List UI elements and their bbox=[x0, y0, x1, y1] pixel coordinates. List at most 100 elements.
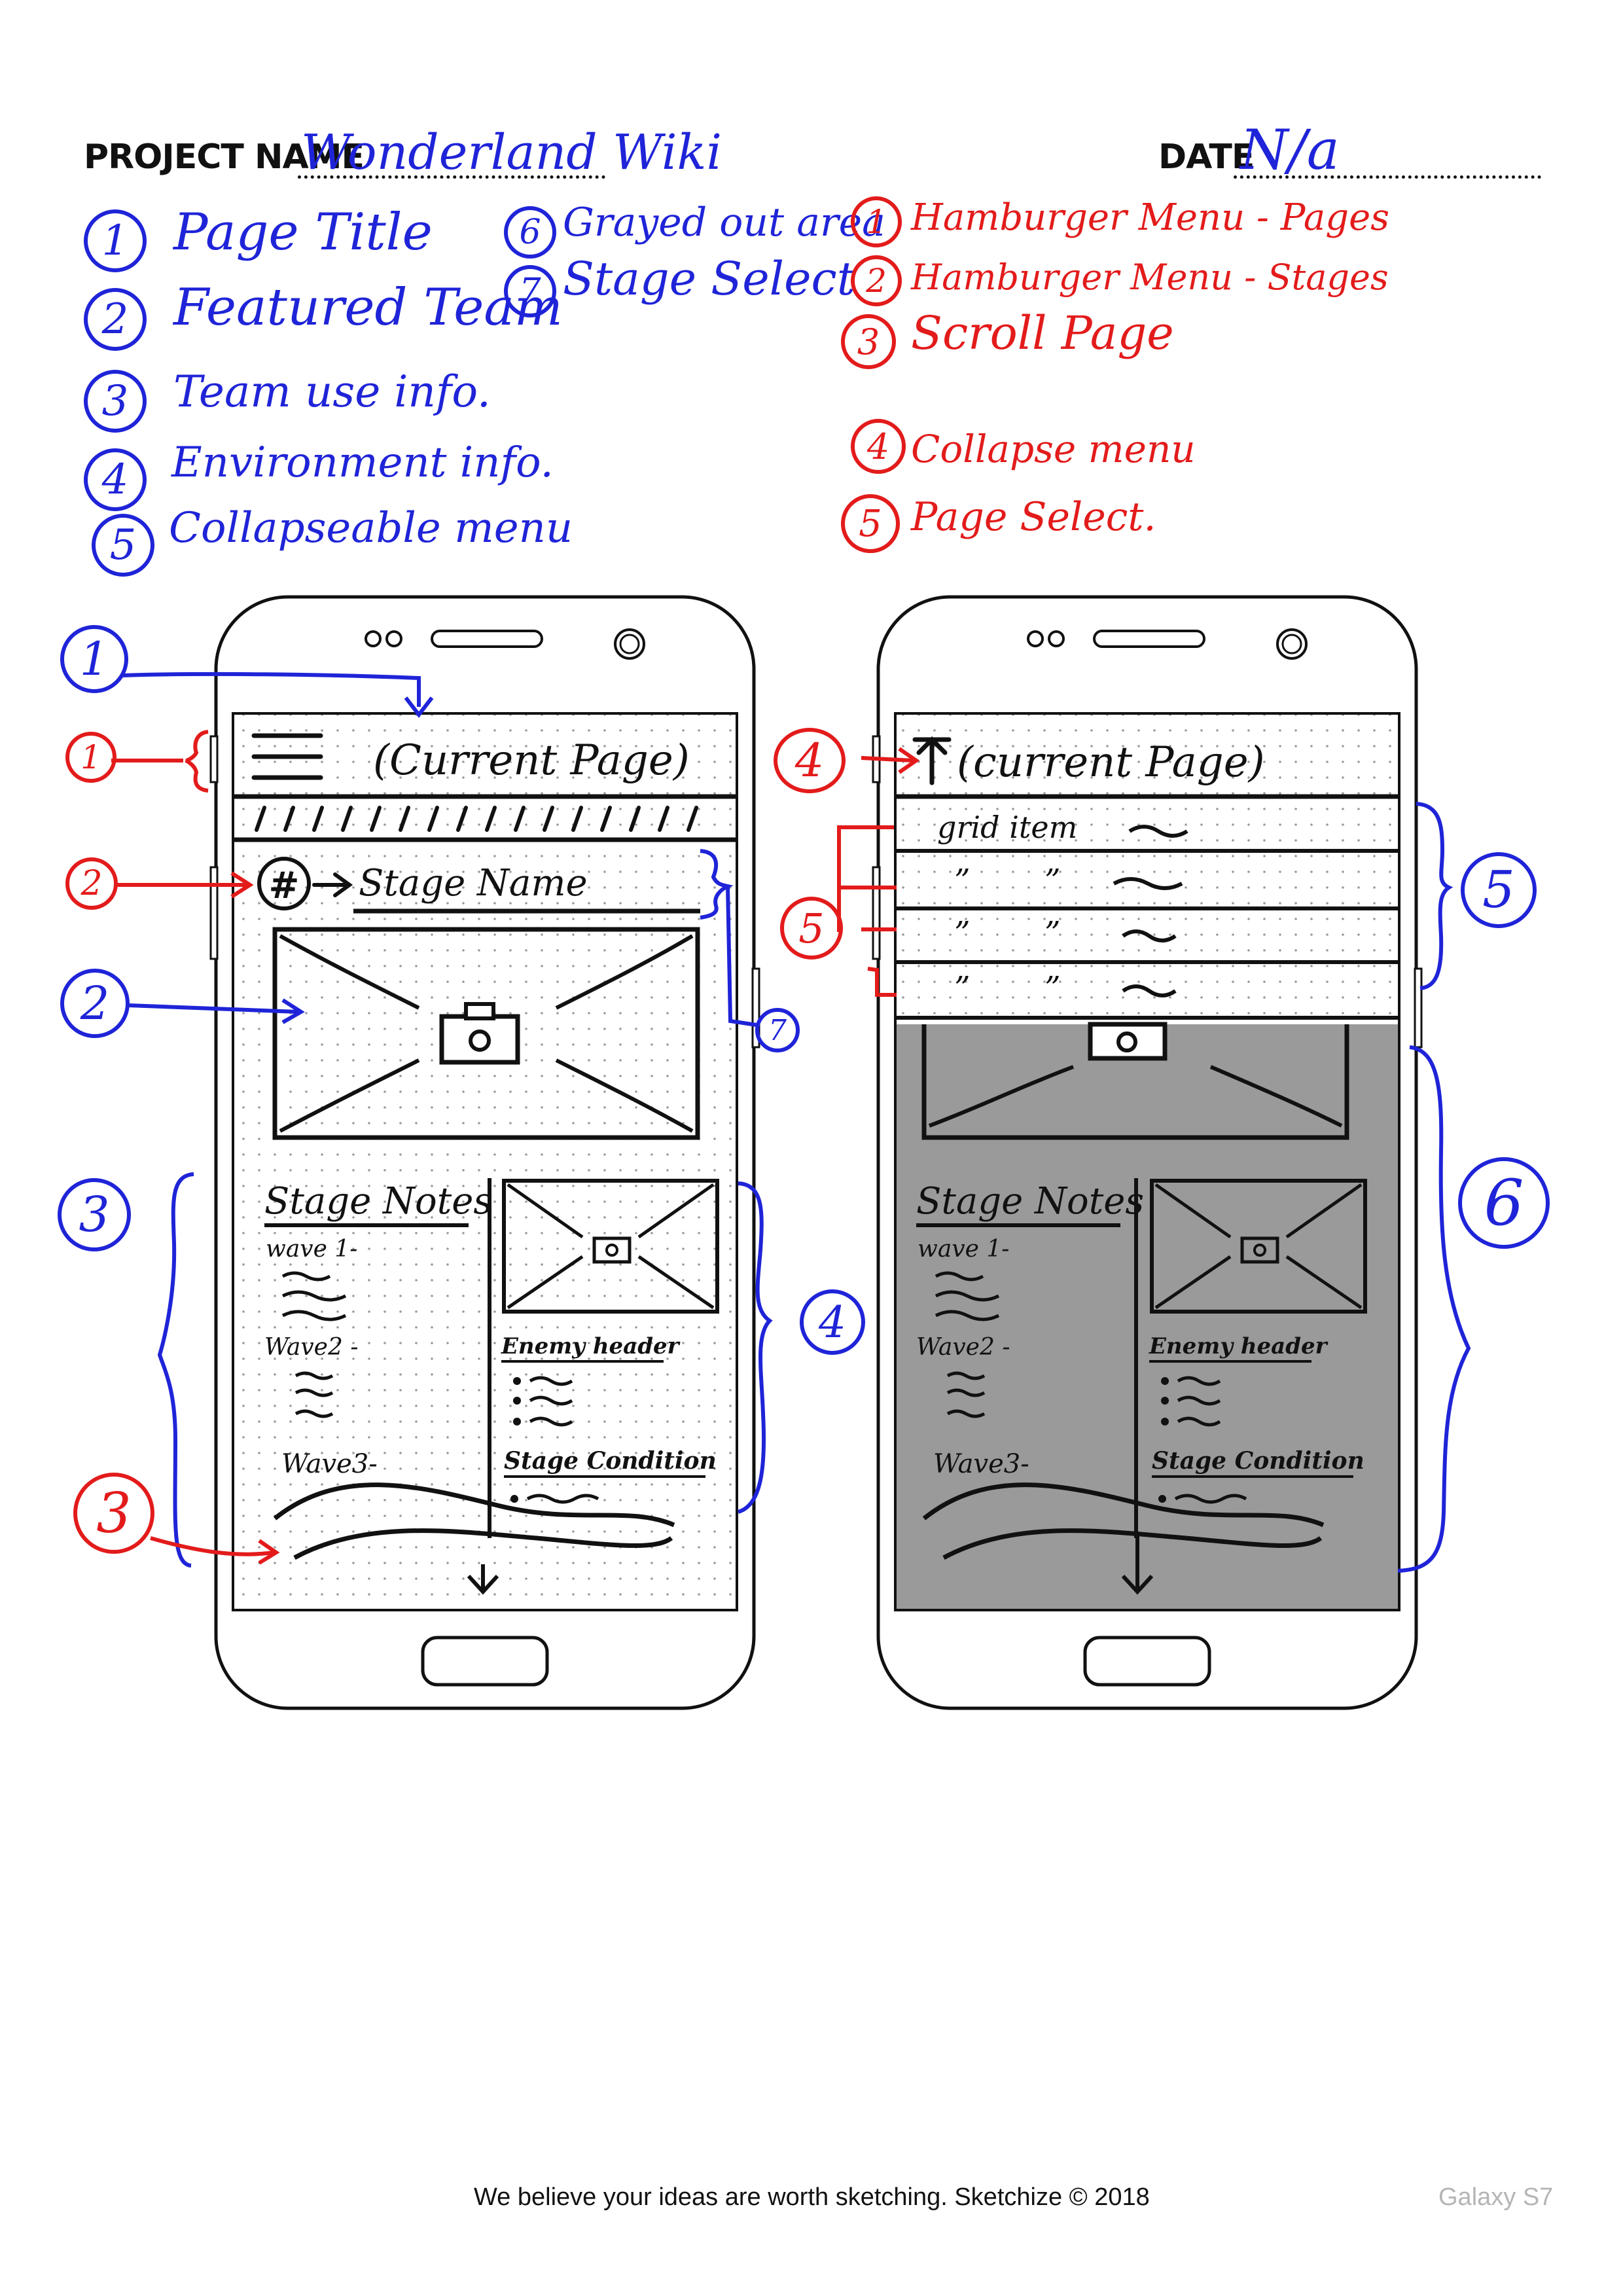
callout-red-collapse-menu: 4 bbox=[774, 728, 846, 793]
phone-left-sensor-icon bbox=[385, 630, 402, 647]
legend-blue-label: Environment info. bbox=[171, 439, 554, 487]
callout-red-hamburger-pages: 1 bbox=[65, 732, 116, 783]
project-name-label: PROJECT NAME bbox=[84, 137, 365, 177]
stage-number-badge[interactable] bbox=[257, 857, 311, 910]
callout-red-hamburger-stages: 2 bbox=[65, 857, 118, 910]
callout-red-scroll-page: 3 bbox=[73, 1473, 154, 1554]
footer-device-model: Galaxy S7 bbox=[1438, 2183, 1554, 2211]
scroll-down-arrow-icon[interactable] bbox=[467, 1564, 499, 1595]
phone-right: (current Page) grid item ” ” ” ” ” ” bbox=[872, 595, 1423, 1710]
legend-red-label: Hamburger Menu - Pages bbox=[911, 196, 1389, 239]
legend-blue-label: Stage Select bbox=[563, 252, 855, 306]
enemy-list bbox=[513, 1376, 573, 1427]
phone-left-camera-icon bbox=[614, 628, 645, 660]
callout-blue-collapseable-menu: 5 bbox=[1461, 852, 1537, 928]
wave-3-label: Wave3- bbox=[933, 1449, 1029, 1479]
date-underline bbox=[1234, 175, 1541, 179]
collapse-menu-icon[interactable] bbox=[912, 736, 952, 785]
callout-blue-grayed-area: 6 bbox=[1458, 1157, 1550, 1249]
stage-name[interactable]: Stage Name bbox=[359, 862, 588, 905]
wave-1-label: wave 1- bbox=[918, 1236, 1009, 1263]
stage-notes-title: Stage Notes bbox=[264, 1180, 492, 1223]
phone-right-speaker bbox=[1093, 630, 1205, 648]
phone-right-sensor-icon bbox=[1048, 630, 1065, 647]
enemy-header: Enemy header bbox=[1149, 1333, 1329, 1359]
camera-icon bbox=[1088, 1022, 1168, 1061]
camera-icon bbox=[1240, 1236, 1279, 1264]
phone-left-screen bbox=[232, 712, 738, 1611]
legend-blue-num: 2 bbox=[84, 288, 147, 351]
wave-1-notes-squiggle bbox=[281, 1271, 347, 1321]
callout-blue-environment-info: 4 bbox=[800, 1289, 865, 1355]
project-name-underline bbox=[298, 175, 605, 179]
legend-blue-label: Grayed out area bbox=[563, 200, 885, 245]
legend-blue-num: 6 bbox=[504, 206, 556, 259]
enemy-header: Enemy header bbox=[501, 1333, 681, 1359]
phone-right-camera-icon bbox=[1276, 628, 1308, 660]
grid-item-ditto[interactable]: ” bbox=[954, 970, 971, 1007]
camera-icon bbox=[439, 1014, 520, 1065]
grid-item-ditto: ” bbox=[1044, 863, 1061, 899]
callout-blue-team-use-info: 3 bbox=[58, 1178, 131, 1251]
featured-team-image bbox=[272, 927, 700, 1140]
phone-left: (Current Page) # Stage Name bbox=[209, 595, 760, 1710]
stage-condition-list bbox=[510, 1494, 599, 1504]
project-name-value: Wonderland Wiki bbox=[301, 124, 722, 181]
phone-left-side-button bbox=[751, 967, 760, 1049]
stage-condition: Stage Condition bbox=[504, 1447, 717, 1475]
legend-red-num: 5 bbox=[841, 494, 900, 553]
scroll-curve bbox=[273, 1482, 675, 1528]
grid-item-label[interactable]: grid item bbox=[937, 810, 1077, 845]
page-title: (current Page) bbox=[957, 738, 1265, 787]
wave-2-label: Wave2 - bbox=[916, 1334, 1010, 1361]
legend-red-label: Scroll Page bbox=[911, 306, 1174, 360]
legend-blue-label: Collapseable menu bbox=[169, 504, 573, 552]
callout-blue-featured-team: 2 bbox=[60, 969, 130, 1038]
legend-blue-num: 5 bbox=[92, 514, 154, 577]
date-label: DATE bbox=[1158, 137, 1255, 177]
phone-right-home-button[interactable] bbox=[1083, 1636, 1211, 1687]
footer-tagline: We believe your ideas are worth sketchin… bbox=[474, 2183, 1150, 2211]
stage-condition: Stage Condition bbox=[1152, 1447, 1364, 1475]
legend-red-label: Hamburger Menu - Stages bbox=[911, 257, 1389, 298]
grid-item-ditto[interactable]: ” bbox=[954, 915, 971, 952]
hamburger-menu-icon[interactable] bbox=[251, 733, 323, 780]
date-value: N/a bbox=[1240, 118, 1340, 182]
callout-blue-page-title: 1 bbox=[60, 625, 128, 693]
grid-item-ditto: ” bbox=[1044, 915, 1061, 952]
phone-left-home-button[interactable] bbox=[421, 1636, 549, 1687]
camera-icon bbox=[592, 1236, 632, 1264]
phone-left-sensor-icon bbox=[365, 630, 382, 647]
page-title: (Current Page) bbox=[373, 736, 690, 785]
legend-red-num: 3 bbox=[841, 314, 896, 369]
legend-blue-num: 7 bbox=[504, 265, 556, 317]
phone-left-speaker bbox=[431, 630, 543, 648]
wave-1-label: wave 1- bbox=[266, 1236, 357, 1263]
scroll-down-arrow-icon bbox=[1121, 1532, 1154, 1595]
grayed-out-area bbox=[897, 1024, 1398, 1609]
legend-blue-label: Page Title bbox=[173, 203, 433, 262]
legend-red-label: Collapse menu bbox=[911, 427, 1196, 471]
legend-blue-label: Featured Team bbox=[173, 278, 563, 337]
callout-blue-stage-select: 7 bbox=[755, 1008, 800, 1052]
legend-blue-num: 1 bbox=[84, 209, 147, 272]
legend-red-num: 1 bbox=[851, 196, 902, 247]
scroll-curve bbox=[293, 1528, 673, 1560]
wave-3-label: Wave3- bbox=[281, 1449, 378, 1479]
grid-item-ditto: ” bbox=[1044, 970, 1061, 1007]
grid-item-ditto[interactable]: ” bbox=[954, 863, 971, 899]
legend-blue-num: 3 bbox=[84, 370, 147, 433]
legend-blue-label: Team use info. bbox=[173, 367, 491, 417]
featured-team-hatch bbox=[255, 806, 698, 832]
callout-lines bbox=[111, 672, 1471, 1573]
stage-badge-label: # bbox=[269, 864, 300, 907]
featured-team-image-grayed bbox=[921, 1022, 1349, 1140]
callout-red-page-select: 5 bbox=[780, 897, 843, 960]
arrow-right-icon bbox=[312, 872, 353, 897]
phone-right-sensor-icon bbox=[1027, 630, 1044, 647]
stage-notes-title: Stage Notes bbox=[916, 1180, 1144, 1223]
enemy-image bbox=[502, 1179, 719, 1314]
legend-red-num: 4 bbox=[851, 419, 906, 474]
